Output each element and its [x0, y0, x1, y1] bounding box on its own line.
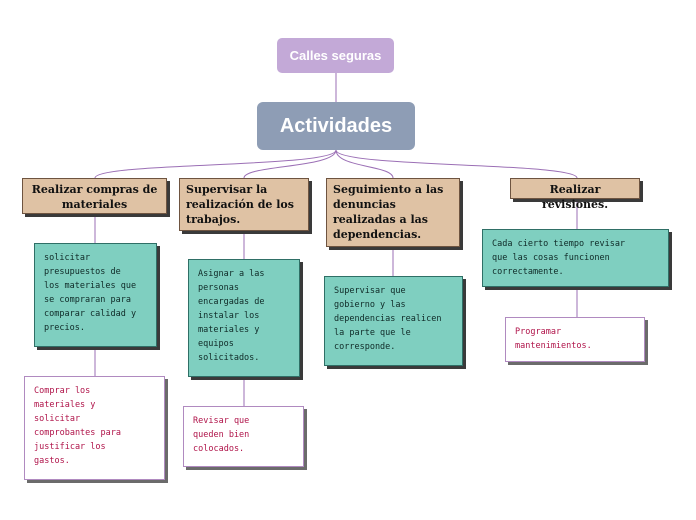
topic-node-seguimiento[interactable]: Seguimiento a las denuncias realizadas a…	[326, 178, 460, 247]
connector-main-topic-2	[243, 149, 337, 179]
leaf-node-programar[interactable]: Programar mantenimientos.	[505, 317, 645, 362]
connector-main-topic-4	[335, 149, 578, 179]
detail-node-supervisar-gobierno[interactable]: Supervisar que gobierno y las dependenci…	[324, 276, 463, 366]
connector-main-topic-3	[335, 149, 394, 179]
detail-node-revisar[interactable]: Cada cierto tiempo revisar que las cosas…	[482, 229, 669, 287]
leaf-node-comprar[interactable]: Comprar los materiales y solicitar compr…	[24, 376, 165, 480]
detail-node-asignar[interactable]: Asignar a las personas encargadas de ins…	[188, 259, 300, 377]
main-topic-node[interactable]: Actividades	[257, 102, 415, 150]
root-node[interactable]: Calles seguras	[277, 38, 394, 73]
topic-node-compras[interactable]: Realizar compras de materiales	[22, 178, 167, 214]
leaf-node-revisar-colocados[interactable]: Revisar que queden bien colocados.	[183, 406, 304, 467]
topic-node-revisiones[interactable]: Realizar revisiones.	[510, 178, 640, 211]
detail-node-presupuestos[interactable]: solicitar presupuestos de los materiales…	[34, 243, 157, 347]
topic-node-supervisar[interactable]: Supervisar la realización de los trabajo…	[179, 178, 309, 231]
connector-main-topic-1	[94, 149, 337, 179]
